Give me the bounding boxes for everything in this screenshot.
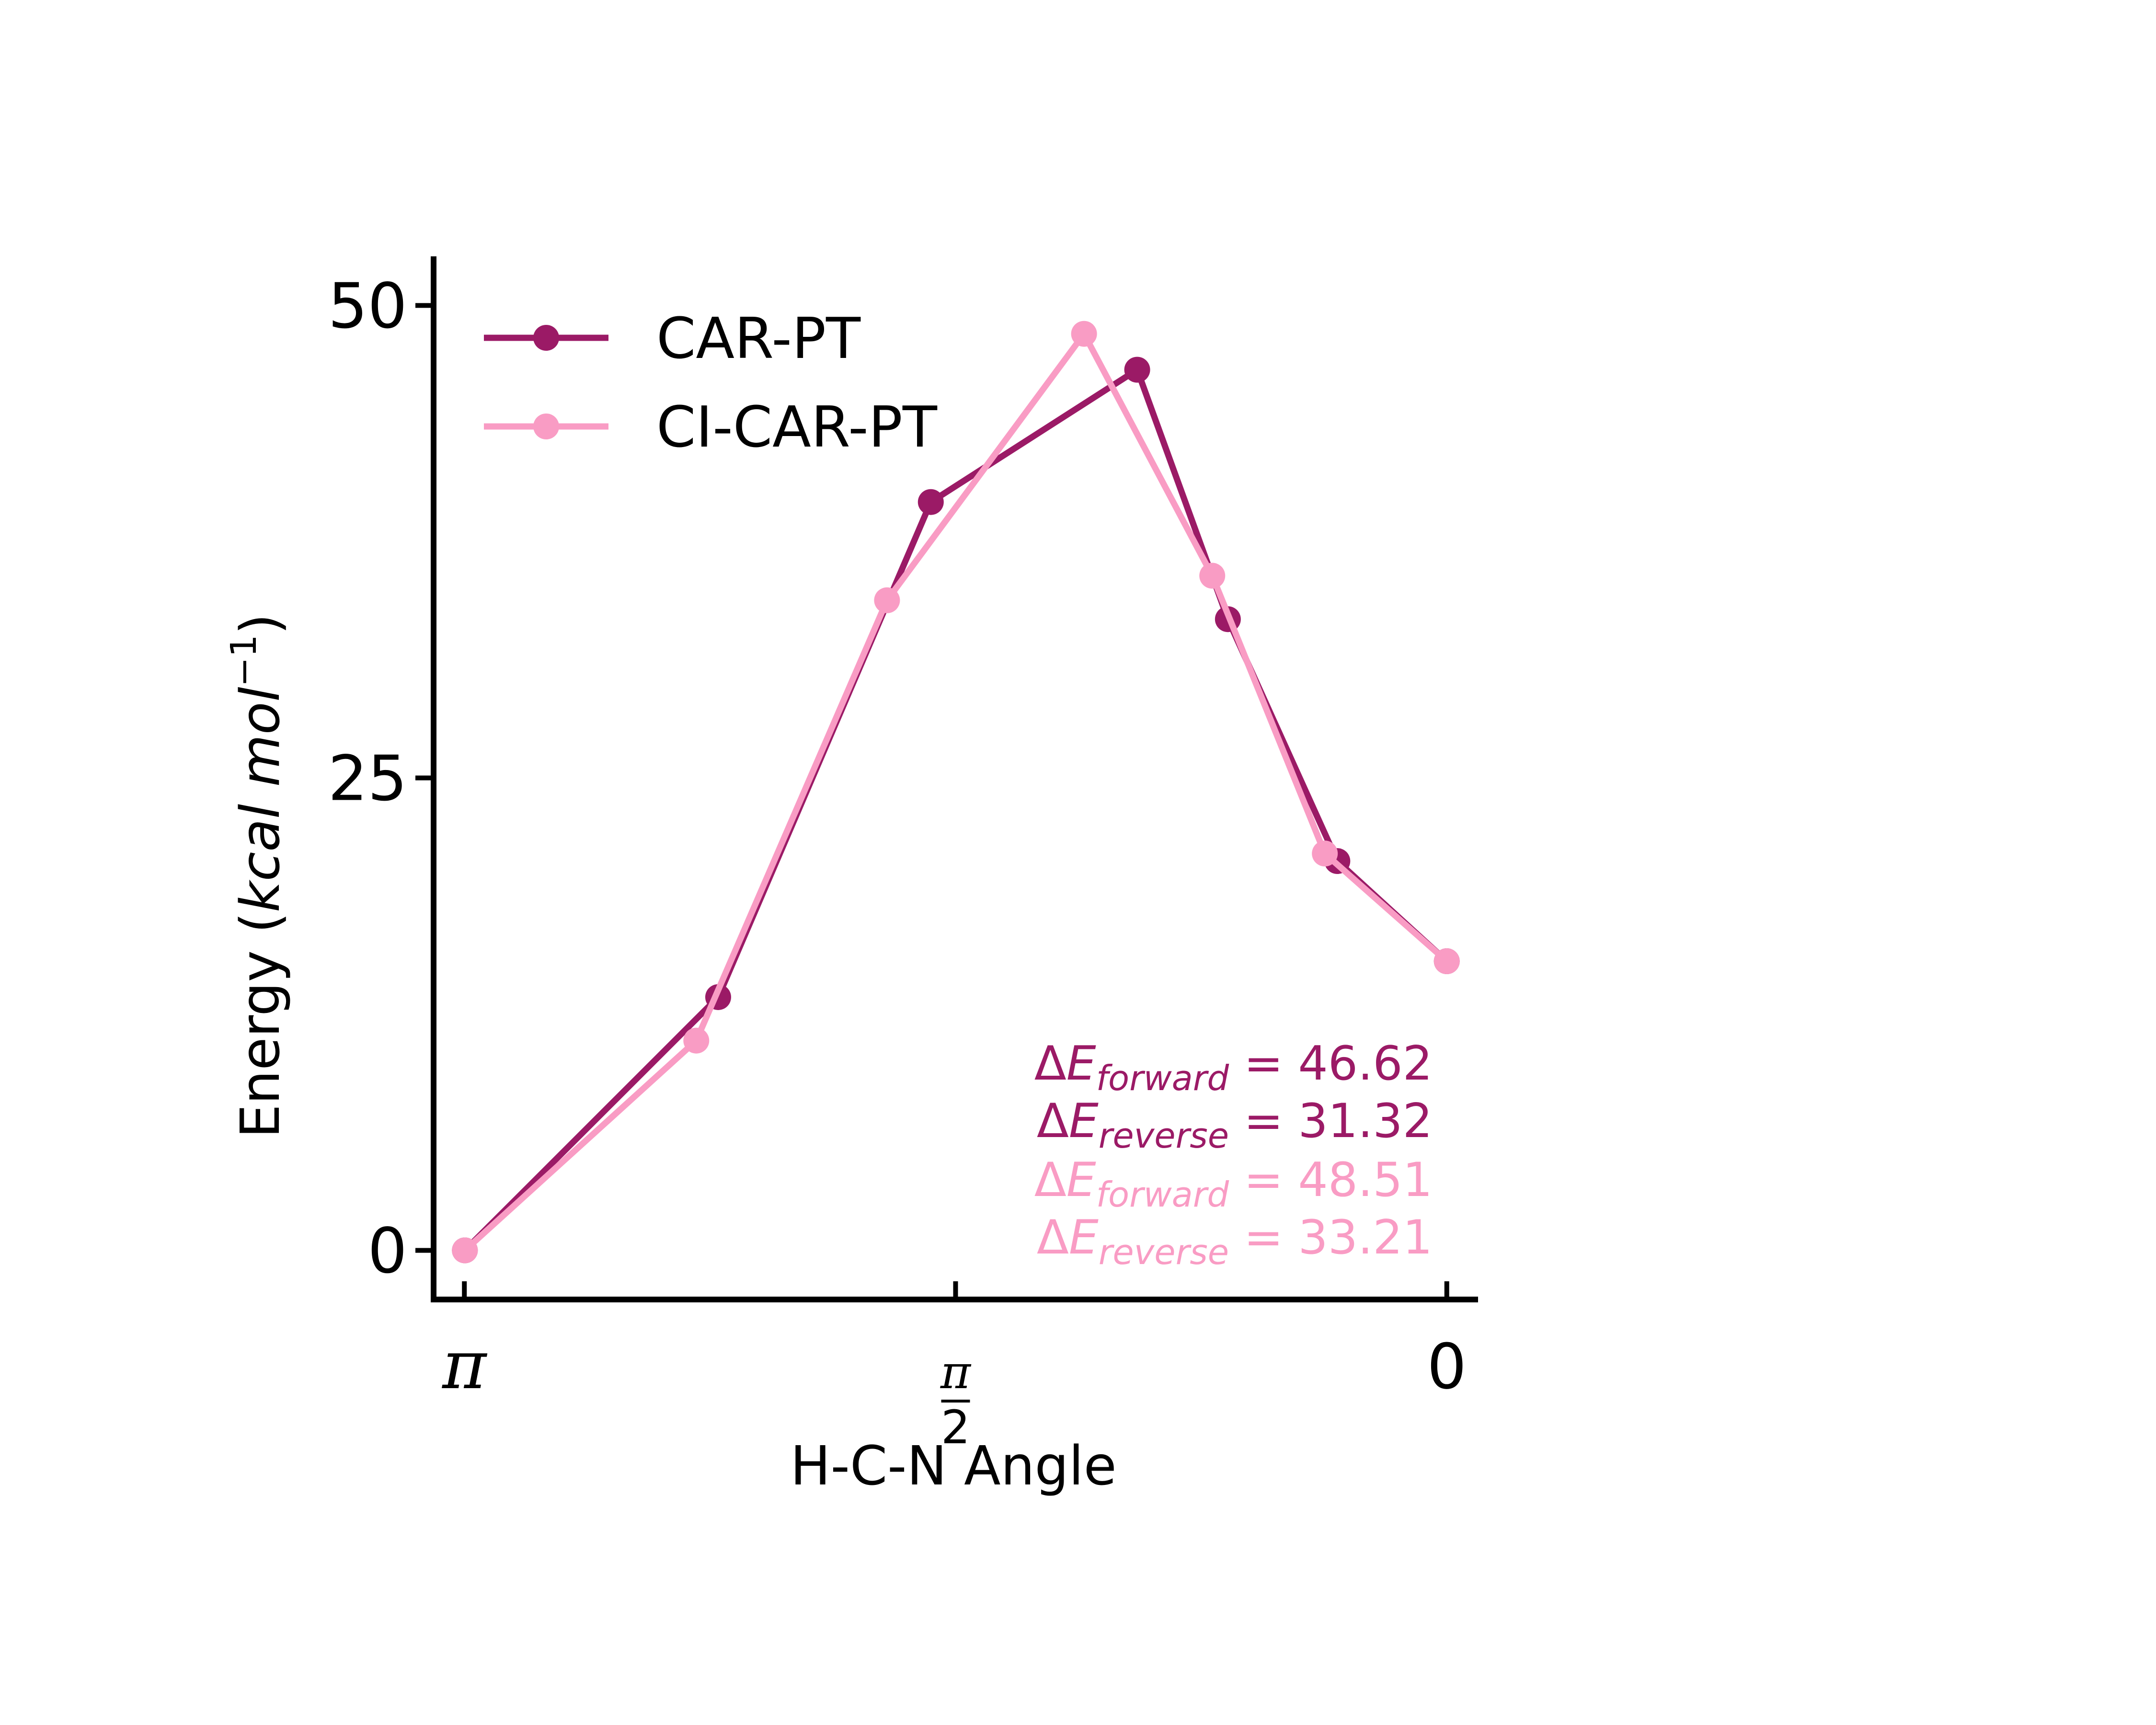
- x-tick-label-numerator: π: [940, 1346, 972, 1399]
- legend-marker: [533, 325, 559, 351]
- y-axis-title-prefix: Energy (: [229, 912, 292, 1138]
- legend-marker: [533, 414, 559, 439]
- data-point: [917, 489, 944, 515]
- legend-label: CAR-PT: [656, 305, 861, 371]
- data-point: [1124, 356, 1150, 383]
- annotation: ΔEforward = 48.51: [1034, 1153, 1433, 1215]
- annotation: ΔEreverse = 33.21: [1037, 1210, 1433, 1272]
- x-tick-label: π: [441, 1326, 488, 1404]
- y-axis-title-unit: kcal mol: [229, 687, 292, 912]
- y-axis-title-exp: −1: [223, 634, 264, 687]
- series-layer: [452, 321, 1460, 1264]
- series-ci-car-pt: [452, 321, 1460, 1264]
- x-tick-label-denominator: 2: [941, 1401, 970, 1454]
- x-axis-title: H-C-N Angle: [790, 1435, 1116, 1497]
- annotation: ΔEreverse = 31.32: [1037, 1094, 1433, 1156]
- data-point: [1199, 563, 1226, 589]
- y-axis-title-suffix: ): [229, 614, 292, 635]
- legend-label: CI-CAR-PT: [656, 394, 938, 460]
- data-point: [1071, 321, 1097, 347]
- y-axis-title: Energy (kcal mol−1): [223, 614, 292, 1138]
- y-tick-label: 25: [328, 742, 407, 815]
- data-point: [874, 587, 900, 613]
- data-point: [1312, 840, 1338, 867]
- data-point: [683, 1027, 710, 1054]
- data-point: [452, 1237, 478, 1264]
- legend: CAR-PT CI-CAR-PT: [484, 305, 938, 460]
- y-tick-label: 50: [328, 270, 407, 343]
- data-point: [1434, 948, 1460, 975]
- y-tick-label: 0: [367, 1214, 407, 1287]
- annotation: ΔEforward = 46.62: [1034, 1036, 1433, 1098]
- x-tick-label: 0: [1427, 1330, 1467, 1403]
